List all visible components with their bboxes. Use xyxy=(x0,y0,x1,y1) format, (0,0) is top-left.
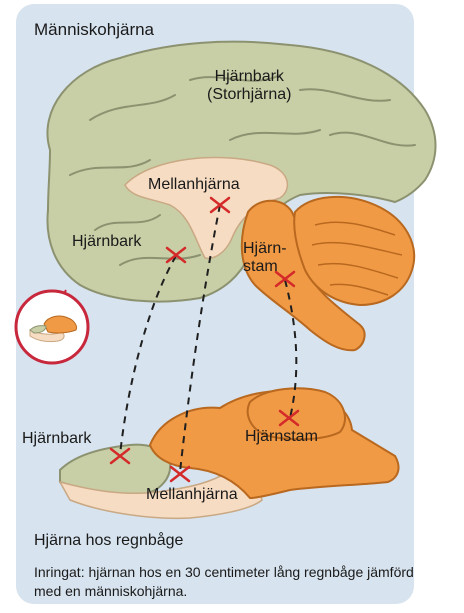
trout-section-title: Hjärna hos regnbåge xyxy=(34,532,183,550)
label-cortex-cerebrum: Hjärnbark (Storhjärna) xyxy=(207,68,291,105)
label-brainstem-human-line2: stam xyxy=(243,258,287,276)
label-cortex-human: Hjärnbark xyxy=(72,233,141,251)
diagram-title: Människohjärna xyxy=(34,20,154,40)
label-cortex-trout: Hjärnbark xyxy=(22,430,91,448)
label-midbrain-human: Mellanhjärna xyxy=(148,176,240,194)
label-midbrain-trout: Mellanhjärna xyxy=(146,486,238,504)
label-cortex-cerebrum-line1: Hjärnbark xyxy=(207,68,291,86)
label-brainstem-trout: Hjärnstam xyxy=(245,428,318,446)
x-marker-trout-midbrain xyxy=(171,467,189,481)
label-brainstem-human: Hjärn- stam xyxy=(243,240,287,277)
caption-text: Inringat: hjärnan hos en 30 centimeter l… xyxy=(34,563,414,601)
label-brainstem-human-line1: Hjärn- xyxy=(243,240,287,258)
label-cortex-cerebrum-line2: (Storhjärna) xyxy=(207,86,291,104)
